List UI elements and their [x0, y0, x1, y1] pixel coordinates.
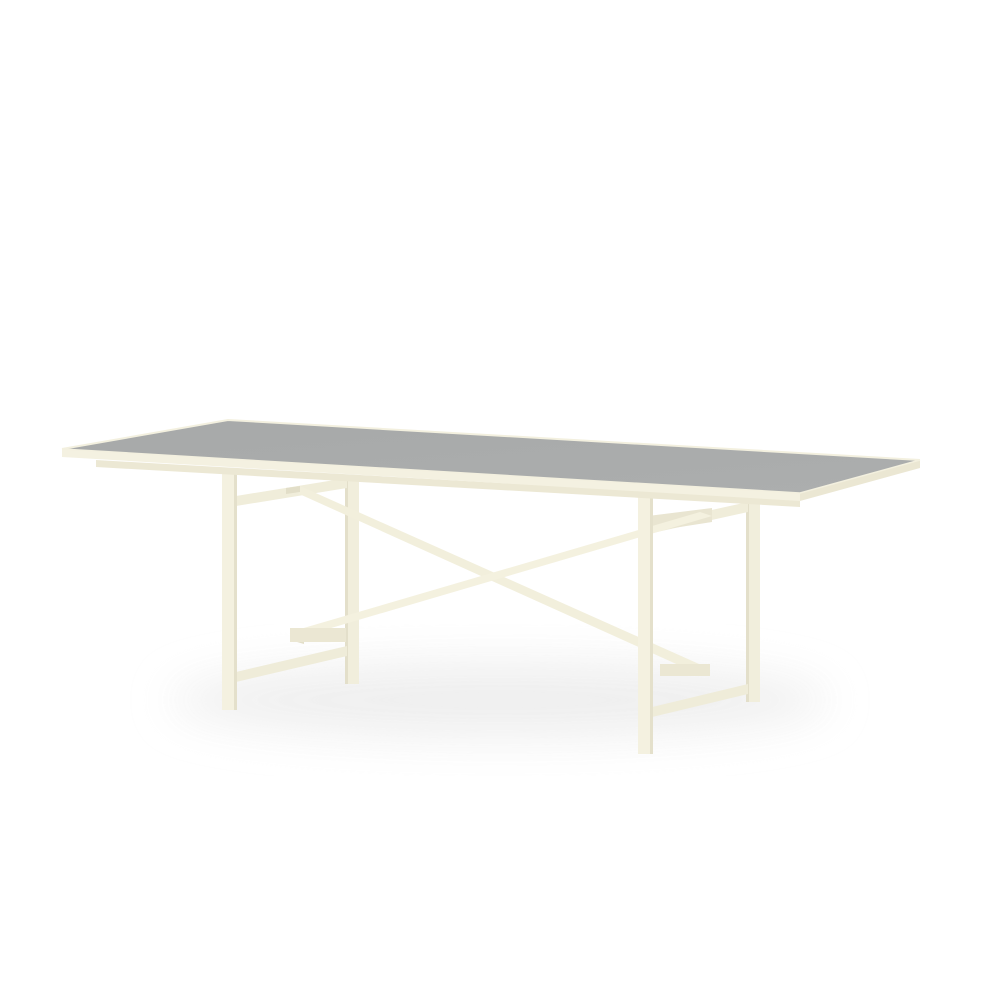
tabletop [61, 418, 921, 501]
apron [96, 460, 800, 507]
front-left-leg [222, 472, 237, 710]
left-lower-block [290, 628, 346, 642]
lower-side-rails [236, 628, 748, 718]
right-lower-rail [648, 684, 748, 718]
tabletop-surface [62, 420, 920, 493]
back-left-leg [345, 478, 359, 684]
front-legs [222, 472, 653, 754]
back-right-leg [746, 500, 760, 702]
floor-shadow [170, 662, 830, 738]
right-lower-block [660, 664, 710, 676]
front-right-leg [638, 496, 653, 754]
tabletop-edge [62, 449, 800, 501]
cross-bar-b [290, 512, 712, 636]
back-legs [345, 478, 760, 702]
left-lower-rail [236, 646, 347, 682]
